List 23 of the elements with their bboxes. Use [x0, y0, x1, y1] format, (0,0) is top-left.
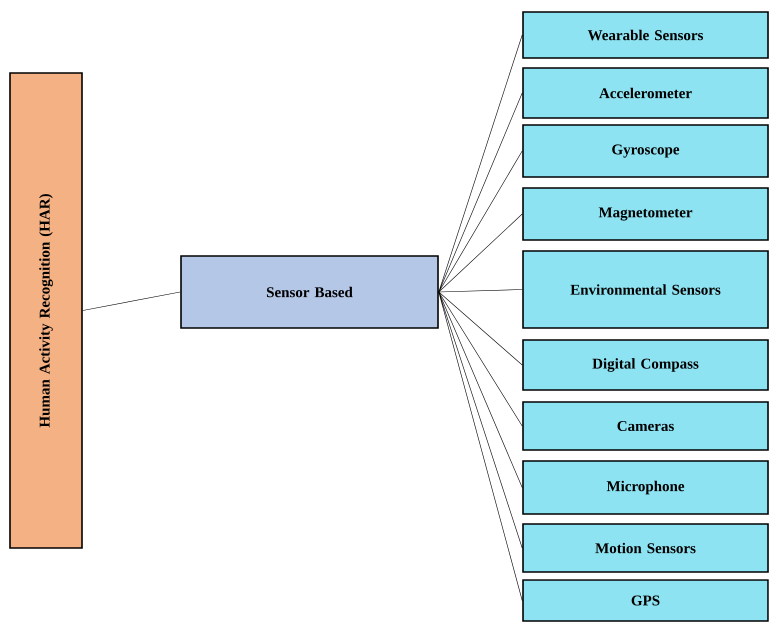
sensor-box: Environmental Sensors: [522, 250, 769, 329]
connector-line: [438, 214, 522, 292]
sensor-box: Wearable Sensors: [522, 11, 769, 59]
sensor-box: Digital Compass: [522, 339, 769, 391]
connector-line: [438, 292, 522, 548]
connector-line: [438, 292, 522, 426]
connector-line: [438, 292, 522, 366]
sensor-box: Gyroscope: [522, 124, 769, 178]
connector-line: [438, 34, 522, 292]
root-box: Human Activity Recognition (HAR): [9, 72, 83, 549]
connector-line: [438, 92, 522, 292]
connector-line: [438, 292, 522, 601]
connector-line: [82, 292, 180, 311]
sensor-box: Motion Sensors: [522, 523, 769, 573]
connector-line: [438, 292, 522, 488]
sensor-box: GPS: [522, 579, 769, 622]
connector-line: [438, 289, 522, 292]
sensor-box: Microphone: [522, 460, 769, 515]
sensor-box: Accelerometer: [522, 67, 769, 119]
sensor-box: Magnetometer: [522, 187, 769, 241]
category-box: Sensor Based: [180, 255, 439, 329]
connector-line: [438, 150, 522, 292]
sensor-box: Cameras: [522, 401, 769, 451]
